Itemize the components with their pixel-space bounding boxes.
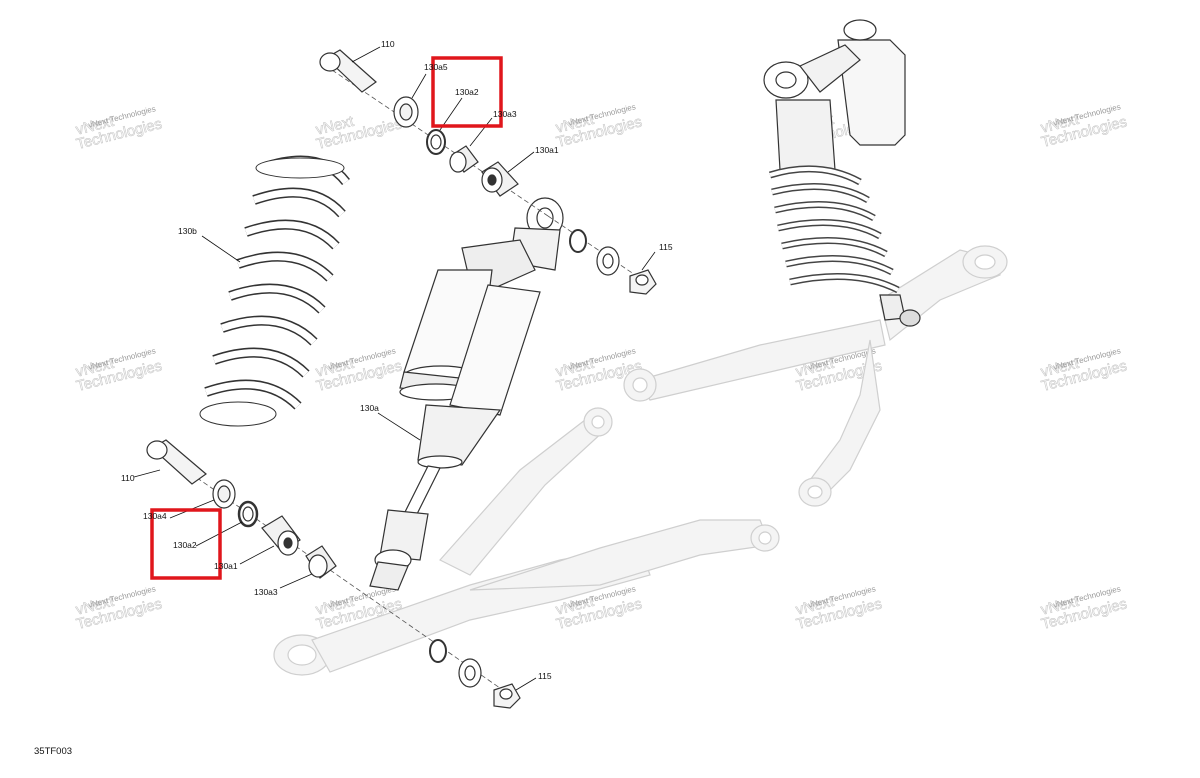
callout-115-bottom: 115 xyxy=(538,671,552,681)
callout-130a5: 130a5 xyxy=(424,62,448,72)
watermark: vNext Technologies vNext Technologies xyxy=(554,102,644,151)
seal-130a2-bottom xyxy=(237,500,259,528)
bushing-130a1-bottom xyxy=(261,515,301,556)
callout-130a3-top: 130a3 xyxy=(493,109,517,119)
highlight-box-top xyxy=(431,56,503,128)
coil-spring xyxy=(199,155,350,427)
watermark: vNext Technologies vNext Technologies xyxy=(74,104,164,153)
seal-130a2-top xyxy=(426,129,446,155)
callout-130a1-top: 130a1 xyxy=(535,145,559,155)
callout-110-top: 110 xyxy=(381,39,395,49)
callout-130a: 130a xyxy=(360,403,379,413)
bottom-hardware xyxy=(146,439,521,709)
callout-130a1-bottom: 130a1 xyxy=(214,561,238,571)
watermark: vNext Technologies vNext Technologies xyxy=(794,584,884,633)
watermark: vNext Technologies vNext Technologies xyxy=(1039,102,1129,151)
watermark: vNext Technologies vNext Technologies xyxy=(1039,584,1129,633)
callout-110-bottom: 110 xyxy=(121,473,135,483)
watermark: vNext Technologies vNext Technologies xyxy=(74,584,164,633)
spacer-130a3-bottom xyxy=(305,545,337,579)
shock-absorber xyxy=(369,197,564,591)
washer-130a5 xyxy=(393,96,419,128)
bushing-130a1-top xyxy=(481,161,519,197)
watermark: vNext Technologies vNext Technologies xyxy=(314,346,404,395)
seal-right-bottom xyxy=(429,639,447,663)
callout-130a4: 130a4 xyxy=(143,511,167,521)
lower-control-arm-ghost xyxy=(273,245,1008,676)
bolt-110-top xyxy=(319,49,377,93)
callout-labels: 110 130a5 130a2 130a3 130a1 115 130b 130… xyxy=(121,39,673,681)
callout-130b: 130b xyxy=(178,226,197,236)
callout-130a2-top: 130a2 xyxy=(455,87,479,97)
bolt-110-bottom xyxy=(146,439,207,485)
spacer-130a3-top xyxy=(449,145,479,173)
highlight-box-bottom xyxy=(150,508,222,580)
watermark: vNext Technologies vNext Technologies xyxy=(74,346,164,395)
nut-115-top xyxy=(629,269,657,295)
callout-130a3-bottom: 130a3 xyxy=(254,587,278,597)
seal-right-top xyxy=(569,229,587,253)
drawing-code: 35TF003 xyxy=(34,746,73,757)
washer-130a4 xyxy=(212,479,236,509)
watermark: vNext Technologies vNext Technologies xyxy=(1039,346,1129,395)
callout-115-top: 115 xyxy=(659,242,673,252)
watermark: vNext Technologies xyxy=(314,112,404,153)
top-hardware xyxy=(319,49,657,295)
callout-130a2-bottom: 130a2 xyxy=(173,540,197,550)
assembled-coilover-shock xyxy=(763,19,921,327)
nut-115-bottom xyxy=(493,683,521,709)
